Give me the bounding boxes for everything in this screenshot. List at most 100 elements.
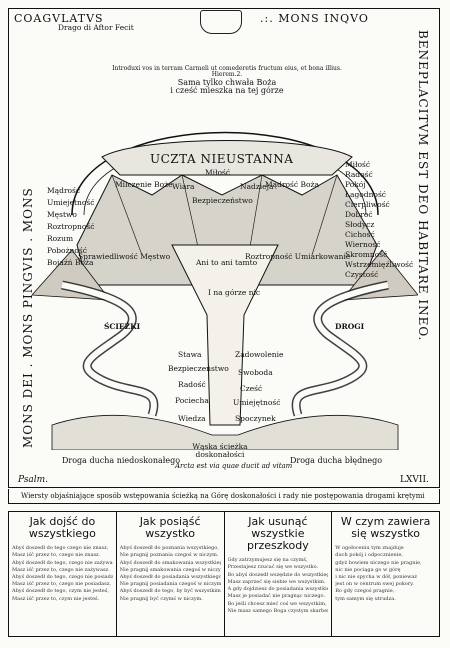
- virtue-label: Pobożność: [47, 246, 87, 255]
- verse-line: Bo gdy czegoś pragnie,: [335, 588, 395, 595]
- verse-column: Jak posiąść wszystko Abyś doszedł do poz…: [117, 512, 225, 636]
- fruit-label: Dobroć: [345, 210, 373, 219]
- engraving-frame: [8, 8, 440, 488]
- mount-carmel-illustration: [32, 131, 418, 450]
- latin-motto: Arcta est via quae ducit ad vitam: [175, 462, 293, 470]
- verse-line: Przestajesz rzucać się we wszystko.: [227, 564, 319, 571]
- verse-line: Masz iść przez to, czego nie posiadasz.: [12, 581, 111, 588]
- verses-table: Jak dojść do wszystkiego Abyś doszedł do…: [8, 511, 440, 637]
- goods-label: Zadowolenie: [235, 350, 284, 359]
- neither-label: Ani to ani tamto: [196, 258, 258, 267]
- peak-right-label: Mądrość Boża: [265, 180, 319, 189]
- right-road-caption: Droga ducha błędnego: [290, 456, 383, 465]
- right-winding-road: [291, 280, 389, 417]
- verse-line: Abyś doszedł do tego, czego nie zażywasz…: [12, 559, 113, 566]
- column-title: Jak posiąść wszystko: [139, 515, 201, 541]
- virtue-label: Umiejętność: [47, 198, 95, 207]
- left-winding-road: [61, 280, 159, 417]
- summit-plateau: [101, 140, 353, 176]
- mountain-range: [76, 174, 378, 286]
- verse-column: Jak usunąć wszystkie przeszkody Gdy zatr…: [225, 512, 333, 636]
- hope-label: Nadzieja: [240, 182, 274, 191]
- fruit-label: Wstrzemięźliwość: [345, 260, 414, 269]
- summit-title: UCZTA NIEUSTANNA: [150, 152, 294, 166]
- verse-line: W ogołoceniu tym znajduje: [335, 545, 404, 552]
- engraver-note: Drago di Aftor Fecit: [58, 23, 134, 32]
- verse-line: Abyś doszedł do tego czego nie znasz,: [12, 545, 109, 552]
- verse-line: i nic nie spycha w dół, ponieważ: [335, 574, 417, 580]
- goods-label: Stawa: [178, 350, 202, 359]
- verse-line: A gdy dojdziesz do posiadania wszystkieg…: [227, 586, 329, 593]
- verse-column: W czym zawiera się wszystko W ogołoceniu…: [332, 512, 439, 636]
- verse-line: Abyś doszedł do poznania wszystkiego,: [119, 545, 219, 552]
- virtue-label: Roztropność: [47, 222, 95, 231]
- verse-line: duch pokój i odpocznienie,: [335, 552, 403, 559]
- psalm-label: Psalm.: [18, 475, 49, 485]
- security-label: Bezpieczeństwo: [192, 196, 253, 205]
- virtue-label: Mądrość: [47, 186, 81, 195]
- left-road-caption: Droga ducha niedoskonałego: [62, 456, 181, 465]
- left-path-scroll: ŚCIEŻKI: [104, 322, 141, 331]
- goods-label: Wiedza: [178, 414, 206, 423]
- fruit-label: Skromność: [345, 250, 388, 259]
- foothills: [51, 415, 399, 450]
- banner-inscription: Introduxi vos in terram Carmeli ut comed…: [112, 65, 342, 95]
- goods-label: Bezpieczeństwo: [168, 364, 229, 373]
- virtue-label: Męstwo: [47, 210, 77, 219]
- goods-label: Umiejętność: [233, 398, 281, 407]
- header-right: .:. MONS INQVO: [260, 12, 369, 25]
- verse-line: Abyś doszedł do tego, by być wszystkim,: [119, 588, 221, 595]
- goods-label: Spoczynek: [235, 414, 276, 423]
- cardinal-virtues-left: Sprawiedliwość Męstwo: [78, 252, 171, 261]
- verse-line: Masz je posiadać nie pragnąc niczego.: [227, 593, 326, 600]
- goods-label: Swoboda: [238, 368, 273, 377]
- central-path: [171, 244, 279, 426]
- cardinal-virtues-right: Roztropność Umiarkowanie: [245, 252, 351, 261]
- arch-outline: [71, 131, 379, 216]
- explanatory-caption: Wiersty objaśniające sposób wstępowania …: [8, 489, 440, 504]
- verse-line: Masz iść przez to, czego nie znasz.: [12, 552, 101, 559]
- verse-line: Nie pragnij smakowania czegoś w niczym.: [119, 566, 221, 573]
- verse-line: Abyś doszedł do tego, czym nie jesteś,: [12, 588, 109, 595]
- fruit-label: Cierpliwość: [345, 200, 390, 209]
- virtue-label: Bojaźń Boża: [47, 258, 94, 267]
- verse-line: nic nie pociąga go w górę: [335, 566, 401, 573]
- verse-line: Nie pragnij być czymś w niczym.: [119, 595, 203, 602]
- virtue-label: Rozum: [47, 234, 74, 243]
- verse-line: Masz iść przez to, czego nie zażywasz.: [12, 566, 110, 573]
- fruit-label: Radość: [345, 170, 373, 179]
- verse-line: Abyś doszedł do smakowania wszystkiego,: [119, 559, 221, 566]
- column-title: Jak dojść do wszystkiego: [28, 515, 96, 541]
- fruit-label: Łagodność: [345, 190, 387, 199]
- coat-of-arms-icon: [200, 10, 242, 34]
- right-vertical-inscription: BENEPLACITVM EST DEO HABITARE INEO.: [416, 30, 430, 342]
- verse-line: Masz iść przez to, czym nie jesteś.: [12, 595, 100, 602]
- verse-line: Nie pragnij posiadania czegoś w niczym.: [119, 581, 221, 588]
- column-title: W czym zawiera się wszystko: [340, 515, 431, 541]
- fruit-label: Cichość: [345, 230, 375, 239]
- verse-line: Bo jeśli chcesz mieć coś we wszystkim,: [227, 600, 327, 607]
- fruit-label: Czystość: [345, 270, 379, 279]
- verse-column: Jak dojść do wszystkiego Abyś doszedł do…: [9, 512, 117, 636]
- peak-center-label: Miłość: [205, 168, 231, 177]
- fruit-label: Miłość: [345, 160, 371, 169]
- verse-line: tym samym się utrudza.: [335, 595, 396, 602]
- verse-line: Abyś doszedł do posiadania wszystkiego,: [119, 574, 221, 580]
- fruit-label: Słodycz: [345, 220, 375, 229]
- verse-line: gdyż bowiem niczego nie pragnie,: [335, 559, 422, 566]
- verse-line: Abyś doszedł do tego, czego nie posiadas…: [12, 574, 113, 580]
- goods-label: Pociecha: [175, 396, 209, 405]
- psalm-number: LXVII.: [400, 475, 429, 485]
- verse-line: Nie masz samego Boga czystym skarbem.: [227, 607, 329, 614]
- fruit-label: Wierność: [345, 240, 381, 249]
- right-path-scroll: DROGI: [335, 322, 365, 331]
- peak-left-label: Milczenie Boże: [115, 180, 173, 189]
- verse-line: Masz zaprzeć się siebie we wszystkim.: [227, 578, 326, 585]
- verse-line: Nie pragnij poznania czegoś w niczym.: [119, 552, 219, 559]
- nothing-label: I na górze nic: [208, 288, 261, 297]
- column-title: Jak usunąć wszystkie przeszkody: [246, 515, 309, 553]
- faith-label: Wiara: [172, 182, 195, 191]
- goods-label: Radość: [178, 380, 206, 389]
- goods-label: Cześć: [240, 384, 263, 393]
